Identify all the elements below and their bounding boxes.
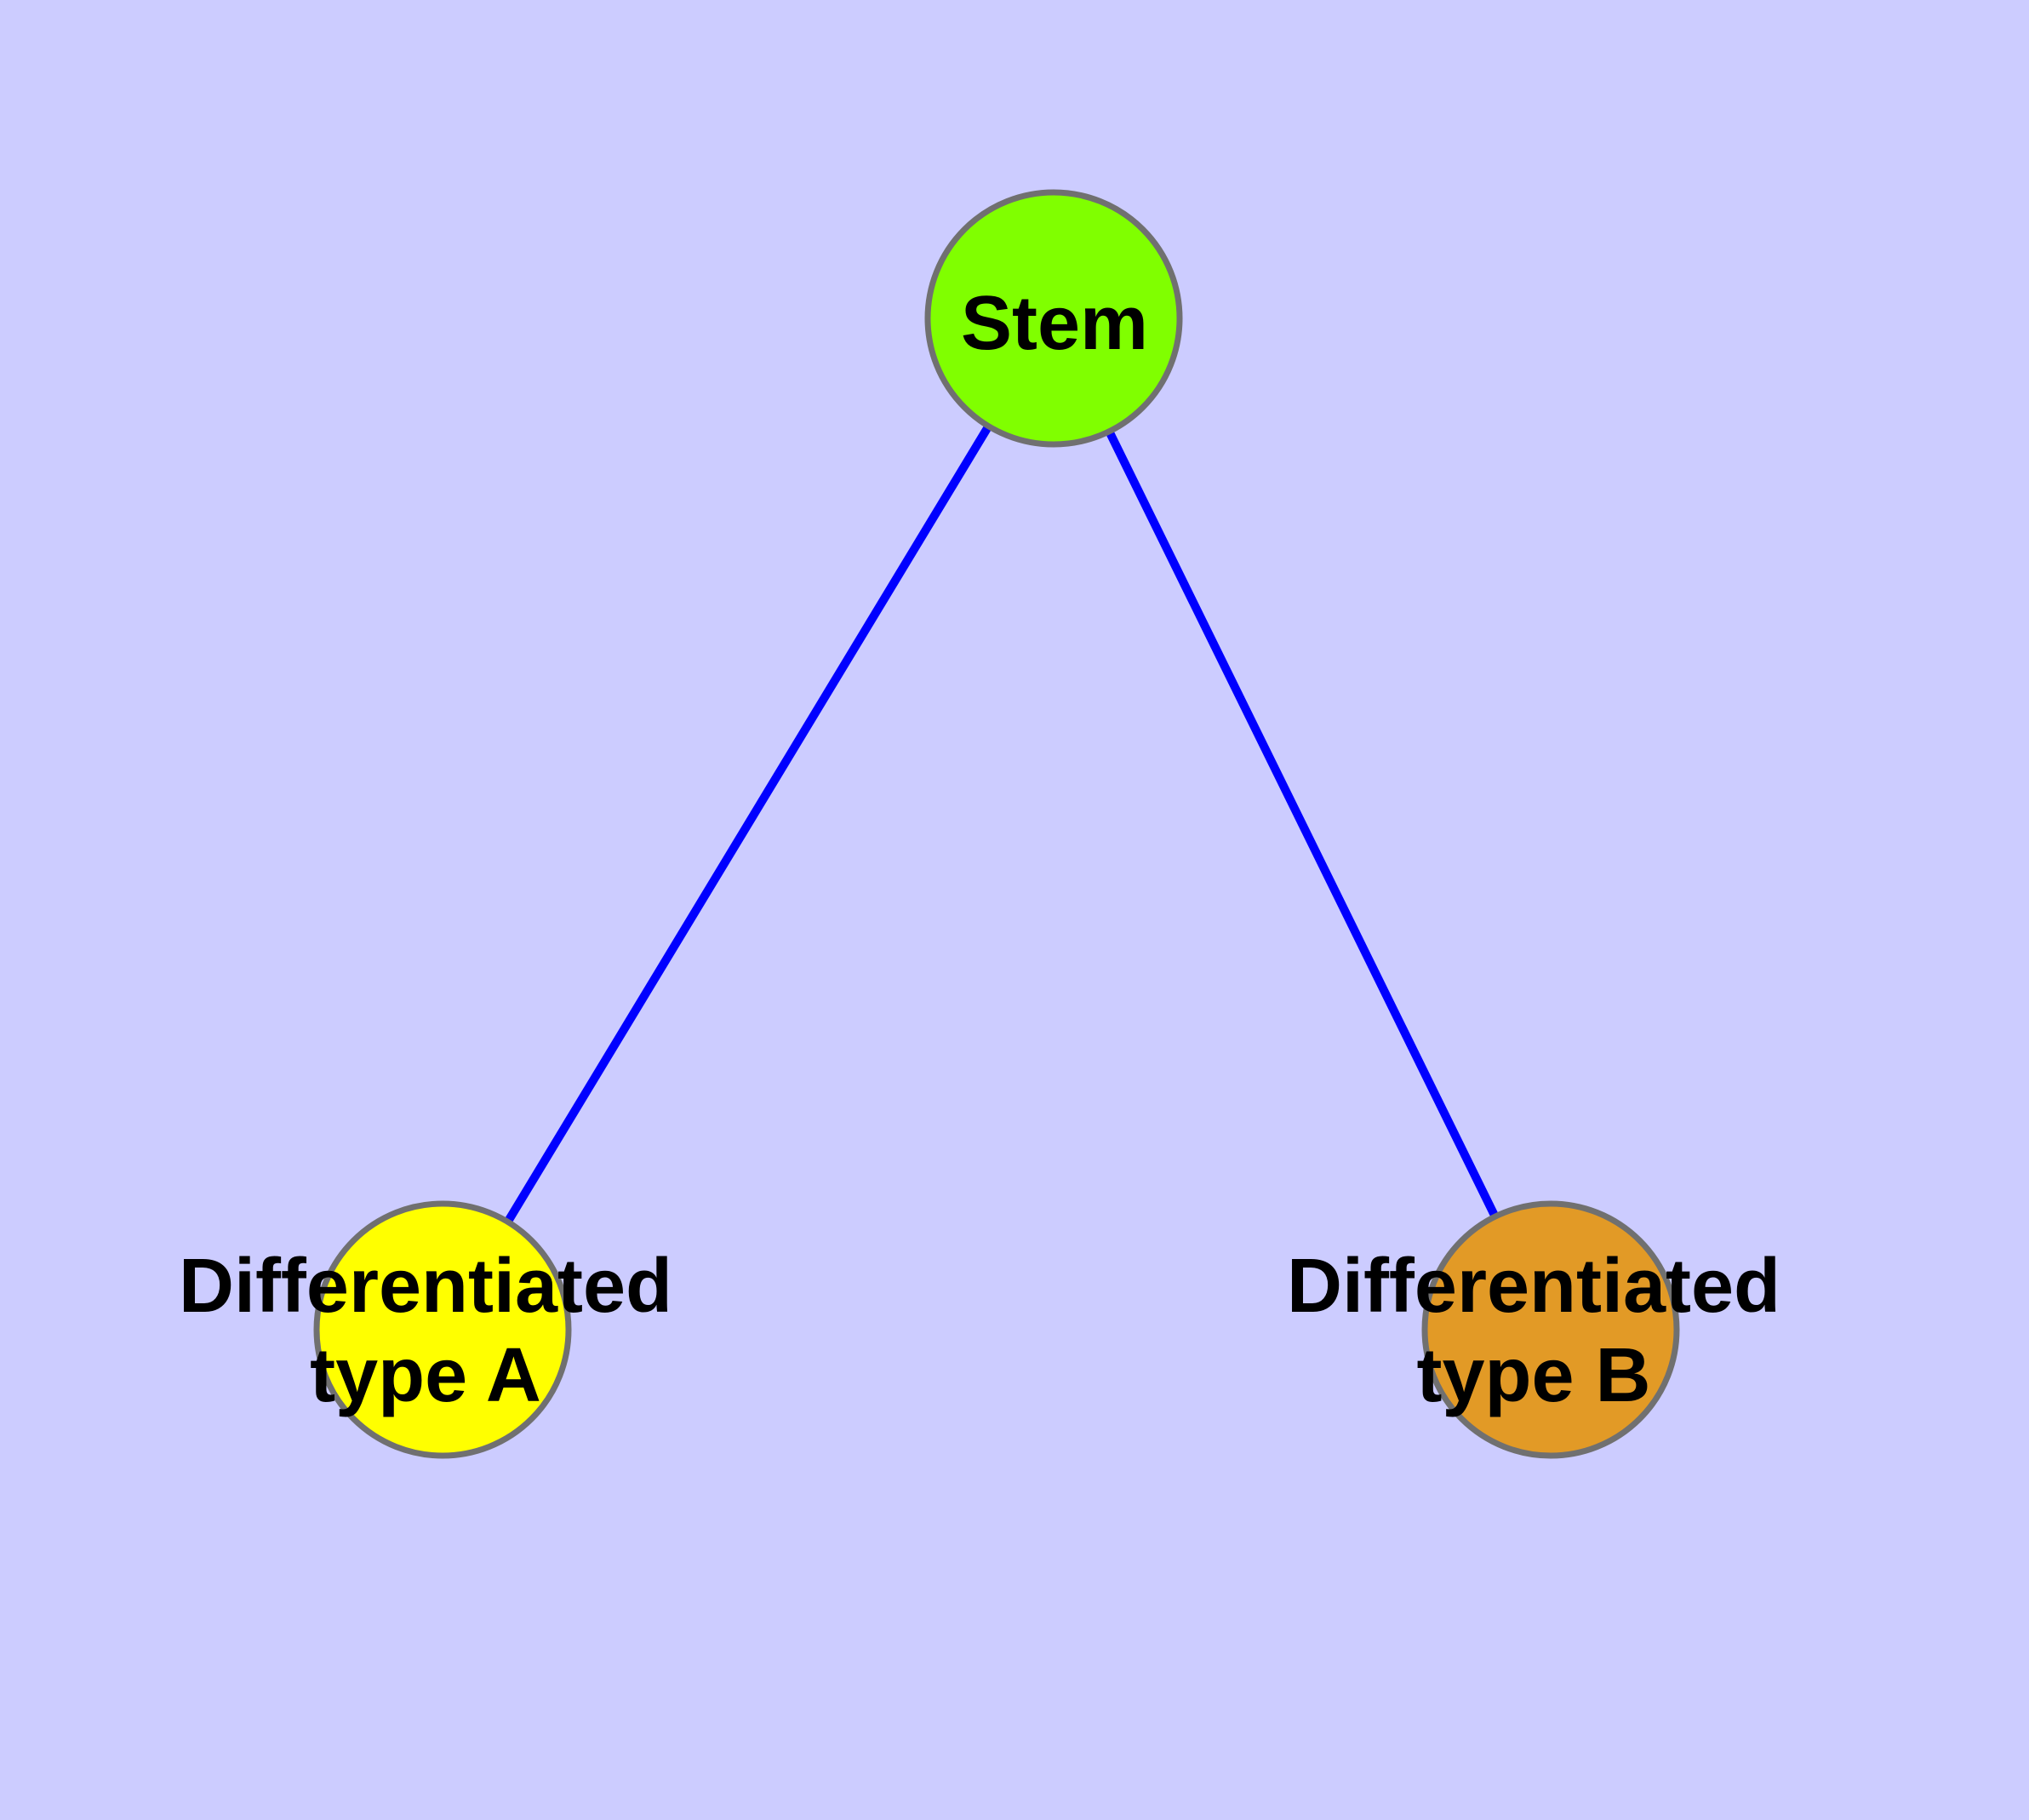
graph-node-label-line: Stem — [961, 281, 1148, 366]
graph-node-diff_b[interactable] — [1421, 1200, 1680, 1459]
graph-node-stem[interactable] — [924, 189, 1183, 448]
nodes-layer — [313, 189, 1680, 1459]
graph-node-label-line: Differentiated — [1287, 1244, 1780, 1329]
graph-node-label-line: type A — [310, 1333, 541, 1418]
graph-node-diff_a[interactable] — [313, 1200, 572, 1459]
graph-edge-stem-to-diff-b[interactable] — [1049, 316, 1499, 1218]
graph-node-label-line: type B — [1416, 1333, 1650, 1418]
edges-layer — [504, 316, 1499, 1224]
graph-node-label-line: Differentiated — [179, 1244, 672, 1329]
graph-edge-stem-to-diff-a[interactable] — [504, 316, 1058, 1224]
graph-node-label-stem: Stem — [961, 281, 1148, 366]
